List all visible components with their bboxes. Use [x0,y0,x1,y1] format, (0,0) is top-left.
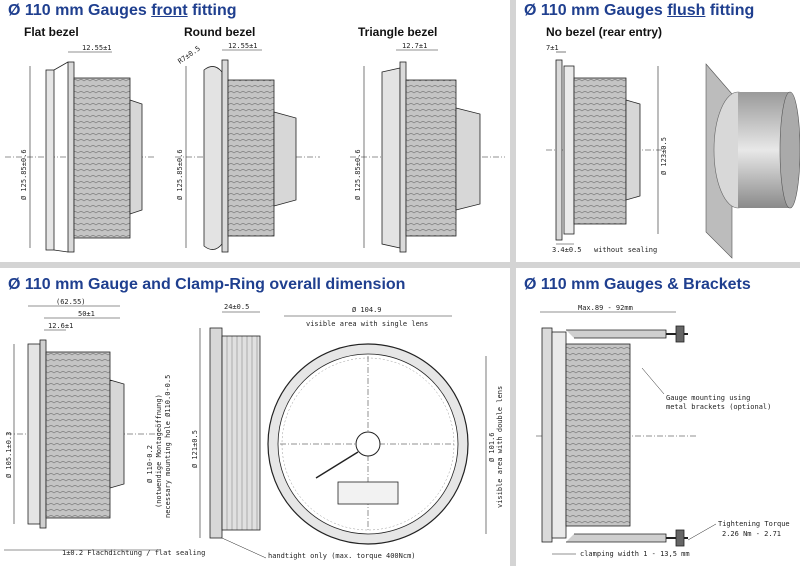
dim-overall-len: (62.55) [56,298,86,306]
label-no-bezel: No bezel (rear entry) [546,25,663,39]
dim-tri-depth: 12.7±1 [402,42,427,50]
gauge-front-face [267,343,469,545]
dim-round-depth: 12.55±1 [228,42,258,50]
overall-dimension-drawing: (62.55) 50±1 12.6±1 Ø 105.1±0.3 1±0.2 Fl… [4,298,504,560]
gauge-triangle-bezel [350,61,505,253]
dim-mount-hole: Ø 110-0.2 [146,445,154,483]
note-torque-1: Tightening Torque [718,520,790,528]
bracket-upper [566,329,667,339]
bezel-flat [45,69,55,251]
label-flat-bezel: Flat bezel [24,25,79,39]
dim-mount-de: (notwendige Montageöffnung) [155,394,163,508]
title-emphasis: front [151,2,188,19]
flush-3d-render [705,63,800,259]
thread-body [73,77,131,239]
dim-flush-note: without sealing [594,246,657,254]
note-torque-2: 2.26 Nm - 2.71 [722,530,781,538]
dim-face-note: visible area with single lens [306,320,428,328]
panel-overall-title: Ø 110 mm Gauge and Clamp-Ring overall di… [8,276,406,293]
title-emphasis: flush [667,2,706,19]
gauge-display-window [337,481,399,505]
dim-bezel-len: 12.6±1 [48,322,73,330]
dim-clamping: clamping width 1 - 13,5 mm [580,550,690,558]
gauge-flat-bezel [5,61,155,253]
bracket-lower [566,533,667,543]
dim-round-dia: Ø 125.85±0.6 [176,149,184,200]
dim-ring-width: 24±0.5 [224,303,249,311]
dim-flat-depth: 12.55±1 [82,44,112,52]
dim-tri-dia: Ø 125.85±0.6 [354,149,362,200]
dim-round-radius: R7±0.5 [177,45,202,66]
dim-sealing: 1±0.2 Flachdichtung / flat sealing [62,549,205,557]
panel-brackets: Ø 110 mm Gauges & Brackets Max.89 - 92mm [516,268,800,566]
dim-flush-dia: Ø 123±0.5 [660,137,668,175]
bezel-round [203,66,223,250]
panel-brackets-title: Ø 110 mm Gauges & Brackets [524,276,751,293]
gauge-needle [315,451,359,479]
panel-flush-title: Ø 110 mm Gauges flush fitting [524,2,755,19]
dim-max-width: Max.89 - 92mm [578,304,633,312]
dim-double-note: visible area with double lens [496,386,504,508]
dim-face-dia: Ø 104.9 [352,306,382,314]
dim-double-dia: Ø 101.6 [488,432,496,462]
panel-front-title: Ø 110 mm Gauges front fitting [8,2,237,19]
gauge-flush [546,59,666,241]
panel-wall [67,61,75,253]
dim-flat-dia: Ø 125.85±0.6 [20,149,28,200]
dim-body-len: 50±1 [78,310,95,318]
dim-mount-en: necessary mounting hole Ø110.0-0.5 [164,375,172,518]
dim-flush-bottom: 3.4±0.5 [552,246,582,254]
note-mount-1: Gauge mounting using [666,394,750,402]
panel-flush-fitting: Ø 110 mm Gauges flush fitting No bezel (… [516,0,800,262]
gauge-side-view [6,339,160,529]
dim-bezel-dia: Ø 105.1±0.3 [5,432,13,478]
flush-fitting-drawing: 7±1 Ø 123±0.5 3.4±0.5 without sealing [546,44,800,259]
label-round-bezel: Round bezel [184,25,256,39]
gauge-round-bezel [175,59,320,253]
dim-ring-dia: Ø 121±0.5 [191,430,199,468]
gauge-with-brackets [536,325,696,547]
panel-overall-dimension: Ø 110 mm Gauge and Clamp-Ring overall di… [0,268,510,566]
dim-torque-note: handtight only (max. torque 400Ncm) [268,552,416,560]
dim-flush-top: 7±1 [546,44,559,52]
front-fitting-drawing: Ø 125.85±0.6 12.55±1 Ø 125.85±0.6 R7±0.5… [5,42,505,253]
panel-front-fitting: Ø 110 mm Gauges front fitting Flat bezel… [0,0,510,262]
brackets-drawing: Max.89 - 92mm Gauge mounting using metal… [536,304,790,558]
label-triangle-bezel: Triangle bezel [358,25,438,39]
bezel-triangle [381,67,401,249]
clamp-ring [209,327,261,539]
note-mount-2: metal brackets (optional) [666,403,771,411]
